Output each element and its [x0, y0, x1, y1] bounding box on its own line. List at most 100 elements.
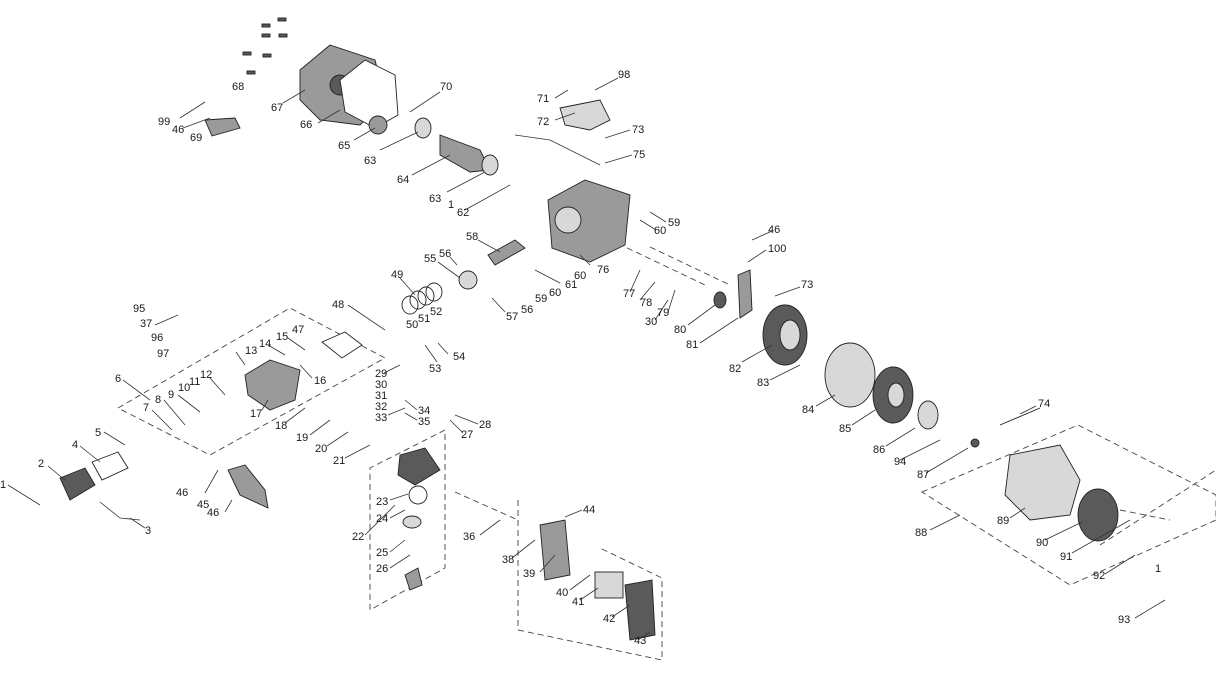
label-91: 91: [1060, 551, 1072, 563]
leader-59a: [649, 211, 667, 223]
label-6: 6: [115, 373, 121, 385]
leader-55: [437, 261, 461, 279]
label-59: 59: [535, 293, 547, 305]
leader-3: [129, 517, 146, 529]
stator-core: [779, 319, 801, 351]
label-55: 55: [424, 253, 436, 265]
ring-1: [401, 295, 419, 315]
label-96: 96: [151, 332, 163, 344]
label-65: 65: [338, 140, 350, 152]
leader-7: [151, 409, 173, 431]
air-cleaner-cover-part: [624, 579, 656, 641]
connecting-rod-part: [487, 239, 526, 266]
leader-82: [741, 344, 773, 363]
label-60: 60: [549, 287, 561, 299]
leader-87: [925, 447, 969, 474]
label-78: 78: [640, 297, 652, 309]
label-73: 73: [632, 124, 644, 136]
leader-44: [564, 509, 583, 518]
label-63: 63: [429, 193, 441, 205]
leader-18: [284, 407, 306, 424]
bracket-part: [559, 99, 611, 131]
label-87: 87: [917, 469, 929, 481]
leader-28: [454, 414, 479, 425]
label-81: 81: [686, 339, 698, 351]
leader-16: [299, 364, 313, 379]
leader-56a: [449, 256, 458, 266]
leader-43: [637, 631, 651, 641]
label-94: 94: [894, 456, 906, 468]
label-90: 90: [1036, 537, 1048, 549]
label-47: 47: [292, 324, 304, 336]
label-22: 22: [352, 531, 364, 543]
leader-20: [326, 431, 349, 447]
rotor-part: [824, 342, 876, 408]
bearing-lower-part: [481, 154, 499, 176]
label-99: 99: [158, 116, 170, 128]
leader-54: [437, 342, 449, 355]
label-1: 1: [0, 479, 6, 491]
leader-66: [317, 109, 341, 124]
label-100: 100: [768, 243, 786, 255]
label-66: 66: [300, 119, 312, 131]
label-19: 19: [296, 432, 308, 444]
label-89: 89: [997, 515, 1009, 527]
cylinder-head-part: [244, 359, 301, 411]
label-17: 17: [250, 408, 262, 420]
misc-leader-dash-3: [649, 246, 731, 286]
bearing-upper-part: [414, 117, 432, 139]
label-76: 76: [597, 264, 609, 276]
head-cover-gasket-part: [91, 451, 129, 481]
leader-77: [629, 269, 641, 293]
label-73: 73: [801, 279, 813, 291]
bolt-1: [261, 23, 271, 28]
leader-99: [179, 101, 206, 119]
leader-35: [404, 412, 418, 421]
oil-dipstick-part: [204, 117, 241, 137]
leader-46a: [204, 469, 219, 494]
label-42: 42: [603, 613, 615, 625]
bolt-3: [261, 33, 271, 38]
label-68: 68: [232, 81, 244, 93]
label-4: 4: [72, 439, 78, 451]
label-46: 46: [176, 487, 188, 499]
fuel-cock-part: [404, 567, 423, 591]
label-14: 14: [259, 338, 271, 350]
ring-3: [417, 286, 435, 306]
label-27: 27: [461, 429, 473, 441]
label-25: 25: [376, 547, 388, 559]
label-45: 45: [197, 499, 209, 511]
leader-22: [364, 504, 396, 536]
bolt-7: [246, 70, 256, 75]
long-rod-part: [999, 407, 1041, 426]
label-26: 26: [376, 563, 388, 575]
leader-2: [47, 465, 66, 481]
leader-100: [747, 249, 767, 263]
label-56: 56: [439, 248, 451, 260]
leader-60a: [639, 219, 657, 231]
leader-79: [667, 289, 676, 313]
leader-13: [235, 351, 246, 366]
fan-cover-part: [1004, 444, 1081, 521]
label-33: 33: [375, 412, 387, 424]
label-84: 84: [802, 404, 814, 416]
label-7: 7: [143, 402, 149, 414]
bolt-4: [278, 33, 288, 38]
leader-53: [424, 344, 438, 363]
leader-80: [687, 304, 716, 326]
label-10: 10: [178, 382, 190, 394]
label-52: 52: [430, 306, 442, 318]
group-outlines: [117, 234, 1216, 661]
leader-19: [309, 419, 331, 436]
label-82: 82: [729, 363, 741, 375]
governor-gear-part: [368, 115, 388, 135]
leader-86: [885, 427, 916, 447]
label-57: 57: [506, 311, 518, 323]
label-98: 98: [618, 69, 630, 81]
leader-73a: [604, 129, 631, 139]
leader-61: [534, 269, 561, 284]
air-filter-element-part: [594, 571, 624, 599]
label-49: 49: [391, 269, 403, 281]
leader-6: [122, 379, 151, 401]
